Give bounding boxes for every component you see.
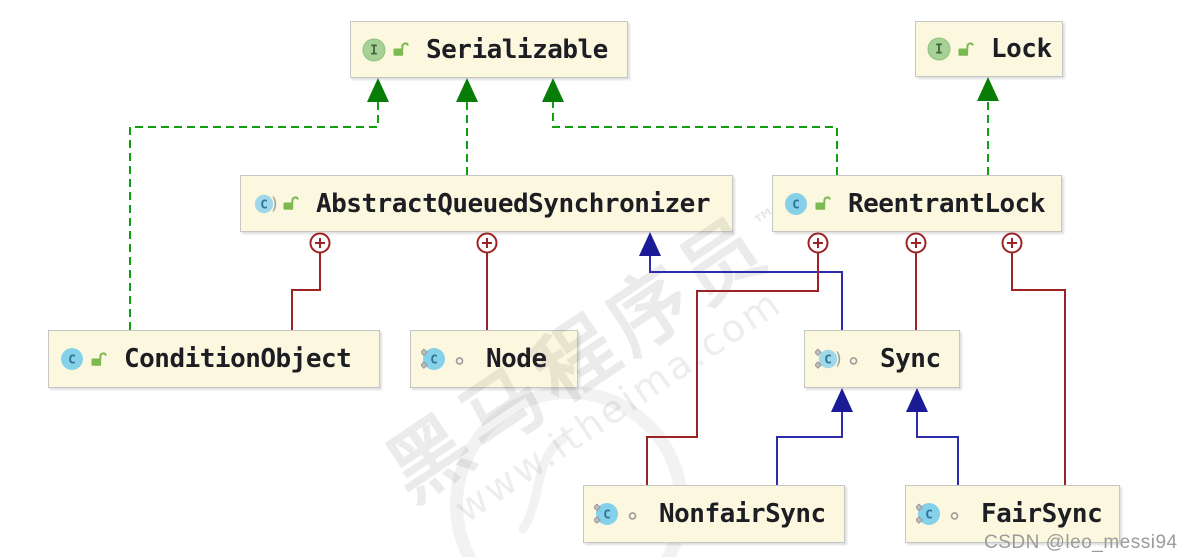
node-label-aqs: AbstractQueuedSynchronizer: [316, 188, 711, 219]
node-serializable[interactable]: I Serializable: [350, 21, 628, 78]
inheritance-arrowhead-icon: [831, 388, 853, 412]
node-label-reentrantlock: ReentrantLock: [848, 188, 1046, 219]
svg-text:C: C: [925, 507, 933, 522]
node-label-serializable: Serializable: [426, 34, 608, 65]
edge-extends-nonfairsync-sync: [776, 388, 853, 485]
interface-icon: I: [362, 38, 386, 61]
inner-class-anchor-icon: [905, 232, 927, 254]
abstract-class-icon: ()C: [254, 194, 278, 214]
lock-open-icon: [815, 196, 831, 210]
node-lock[interactable]: I Lock: [915, 21, 1063, 77]
lock-open-icon: [393, 42, 409, 56]
inheritance-arrowhead-icon: [456, 78, 478, 102]
edge-implements-reentrantlock-serializable: [542, 78, 838, 175]
edge-extends-sync-aqs: [639, 232, 843, 330]
svg-text:C: C: [430, 352, 438, 367]
static-class-icon: C: [594, 503, 618, 525]
inheritance-arrowhead-icon: [367, 78, 389, 102]
watermark-credit: CSDN @leo_messi94: [984, 532, 1178, 553]
package-private-icon: [628, 511, 637, 520]
inheritance-arrowhead-icon: [639, 232, 661, 256]
lock-open-icon: [958, 41, 974, 56]
class-icon: C: [785, 192, 807, 215]
edge-inner-class-reentrantlock-sync: [905, 232, 927, 330]
node-fairsync[interactable]: C FairSync: [905, 485, 1120, 543]
lock-open-icon: [91, 351, 107, 366]
svg-text:C: C: [824, 352, 832, 367]
edge-extends-fairsync-sync: [906, 388, 959, 485]
inheritance-arrowhead-icon: [542, 78, 564, 102]
package-private-icon: [849, 356, 858, 365]
svg-text:C: C: [68, 352, 76, 367]
node-reentrantlock[interactable]: C ReentrantLock: [772, 175, 1062, 232]
node-label-conditionobject: ConditionObject: [124, 344, 352, 374]
node-label-nonfairsync: NonfairSync: [659, 499, 826, 529]
inner-class-anchor-icon: [807, 232, 829, 254]
node-label-sync: Sync: [880, 344, 941, 374]
node-conditionobject[interactable]: C ConditionObject: [48, 330, 380, 388]
node-label-fairsync: FairSync: [981, 499, 1103, 529]
lock-open-icon: [283, 196, 299, 210]
node-node[interactable]: C Node: [410, 330, 578, 388]
interface-icon: I: [927, 37, 951, 61]
package-private-icon: [950, 511, 959, 520]
edge-implements-conditionobject-serializable: [129, 78, 389, 330]
svg-text:I: I: [935, 43, 943, 58]
svg-text:): ): [834, 350, 842, 370]
edge-inner-class-reentrantlock-fairsync: [1001, 232, 1066, 485]
svg-text:C: C: [603, 507, 611, 522]
edge-implements-reentrantlock-lock: [977, 77, 999, 175]
node-label-node: Node: [486, 344, 547, 374]
node-aqs[interactable]: ()C AbstractQueuedSynchronizer: [240, 175, 733, 232]
svg-text:C: C: [260, 196, 268, 211]
svg-text:C: C: [792, 196, 800, 211]
edge-inner-class-aqs-conditionobject: [291, 232, 331, 330]
edge-inner-class-reentrantlock-nonfairsync: [646, 232, 829, 485]
abstract-static-class-icon: ()C: [815, 348, 842, 370]
svg-text:I: I: [370, 43, 378, 58]
node-sync[interactable]: ()C Sync: [804, 330, 960, 388]
node-label-lock: Lock: [991, 34, 1052, 64]
static-class-icon: C: [916, 503, 940, 525]
watermark-logo-glyph: [518, 434, 568, 534]
edge-inner-class-aqs-node: [476, 232, 498, 330]
static-class-icon: C: [421, 348, 445, 370]
node-nonfairsync[interactable]: C NonfairSync: [583, 485, 845, 543]
inner-class-anchor-icon: [476, 232, 498, 254]
edge-implements-aqs-serializable: [456, 78, 478, 175]
svg-text:): ): [270, 194, 278, 214]
inner-class-anchor-icon: [309, 232, 331, 254]
class-icon: C: [61, 348, 83, 370]
inheritance-arrowhead-icon: [906, 388, 928, 412]
inheritance-arrowhead-icon: [977, 77, 999, 101]
inner-class-anchor-icon: [1001, 232, 1023, 254]
package-private-icon: [455, 356, 464, 365]
